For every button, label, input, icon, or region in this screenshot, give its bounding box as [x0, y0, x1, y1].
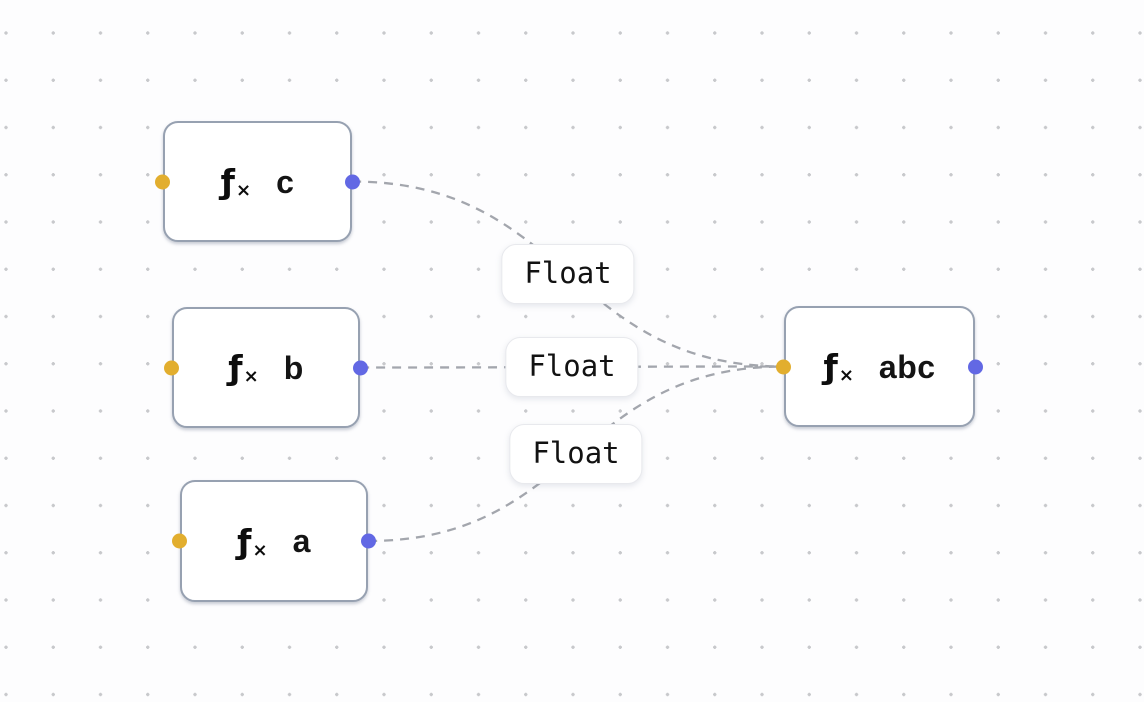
function-icon: ƒ×	[220, 162, 252, 201]
function-f-glyph: ƒ	[228, 348, 243, 387]
node-title-b: b	[283, 349, 304, 386]
function-icon: ƒ×	[823, 347, 854, 386]
input-port-abc[interactable]	[776, 359, 791, 374]
output-port-b[interactable]	[353, 360, 368, 375]
function-x-glyph: ×	[243, 366, 259, 387]
function-icon: ƒ×	[228, 348, 259, 387]
output-port-a[interactable]	[361, 533, 376, 549]
node-c[interactable]: ƒ× c	[155, 121, 360, 242]
node-b[interactable]: ƒ× b	[164, 307, 368, 428]
output-port-c[interactable]	[345, 174, 360, 189]
function-f-glyph: ƒ	[220, 162, 235, 201]
edge-type-label-c-to-abc[interactable]: Float	[501, 244, 635, 304]
output-port-abc[interactable]	[968, 359, 983, 374]
input-port-a[interactable]	[172, 533, 187, 549]
function-x-glyph: ×	[838, 365, 854, 386]
node-title-abc: abc	[878, 348, 936, 385]
input-port-c[interactable]	[155, 174, 170, 189]
node-abc[interactable]: ƒ× abc	[776, 306, 983, 427]
edge-type-label-b-to-abc[interactable]: Float	[505, 337, 639, 397]
input-port-b[interactable]	[164, 360, 179, 375]
function-f-glyph: ƒ	[823, 347, 838, 386]
node-a[interactable]: ƒ× a	[172, 480, 376, 602]
node-title-c: c	[276, 163, 295, 200]
function-icon: ƒ×	[237, 521, 268, 561]
function-x-glyph: ×	[252, 539, 268, 561]
function-f-glyph: ƒ	[237, 521, 252, 561]
edge-type-label-a-to-abc[interactable]: Float	[509, 423, 643, 484]
function-x-glyph: ×	[235, 180, 252, 201]
node-title-a: a	[292, 523, 311, 559]
